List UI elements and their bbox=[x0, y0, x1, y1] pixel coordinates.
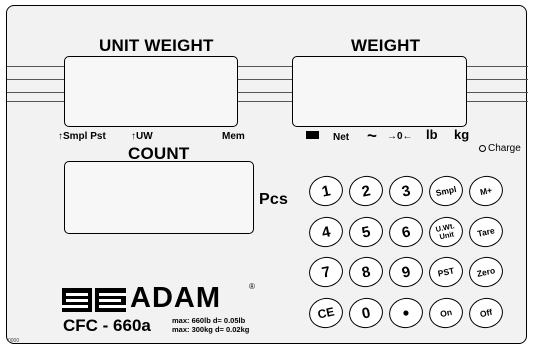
charge-led-icon bbox=[479, 145, 486, 152]
capacity-spec-kg: max: 300kg d= 0.02kg bbox=[172, 325, 250, 334]
count-title: COUNT bbox=[128, 144, 190, 163]
net-indicator: Net bbox=[333, 132, 350, 143]
rail-line bbox=[7, 79, 528, 80]
rail-line bbox=[7, 66, 528, 67]
part-code: 0000 bbox=[8, 338, 20, 344]
rail-line bbox=[7, 92, 528, 93]
unit-weight-display bbox=[64, 56, 238, 127]
mem-indicator: Mem bbox=[222, 131, 245, 142]
weight-display bbox=[292, 56, 467, 127]
smpl-pst-indicator: ↑Smpl Pst bbox=[58, 131, 106, 142]
stable-indicator: ~ bbox=[367, 126, 377, 145]
rail-line bbox=[7, 101, 528, 102]
registered-mark: ® bbox=[249, 282, 255, 291]
unit-weight-title: UNIT WEIGHT bbox=[99, 36, 214, 55]
lb-indicator: lb bbox=[426, 127, 438, 142]
uw-indicator: ↑UW bbox=[131, 131, 153, 142]
pcs-unit-label: Pcs bbox=[259, 191, 289, 208]
capacity-spec-lb: max: 660lb d= 0.05lb bbox=[172, 316, 246, 325]
battery-icon bbox=[306, 131, 319, 139]
adam-logo-icon bbox=[62, 288, 126, 312]
charge-indicator: Charge bbox=[488, 143, 521, 154]
weight-title: WEIGHT bbox=[351, 36, 421, 55]
count-display bbox=[64, 161, 254, 234]
kg-indicator: kg bbox=[454, 127, 470, 142]
model-number: CFC - 660a bbox=[63, 316, 151, 335]
zero-indicator: →0← bbox=[387, 131, 413, 142]
brand-name: ADAM bbox=[130, 282, 221, 314]
